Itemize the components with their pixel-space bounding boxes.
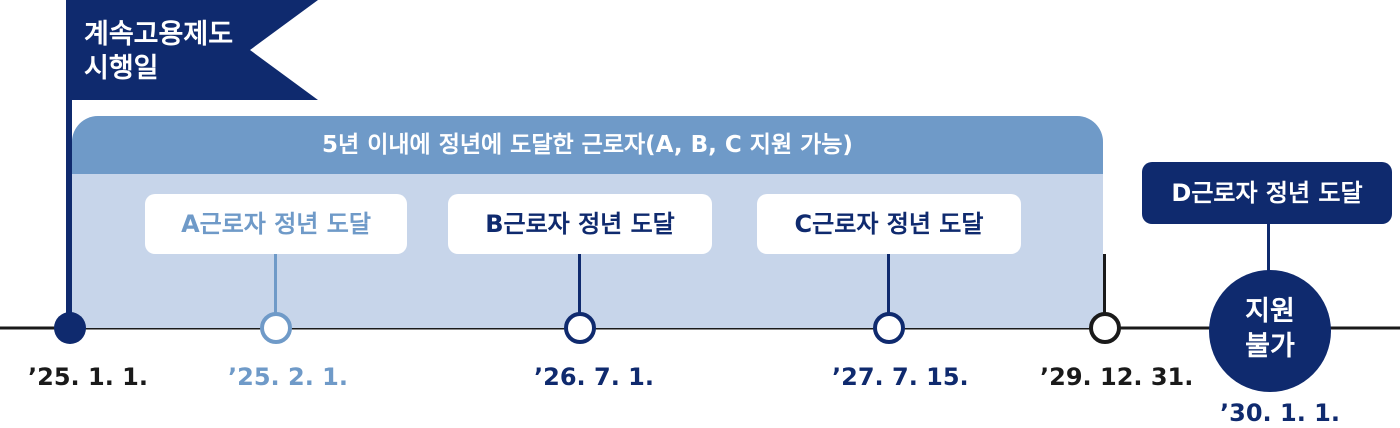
card-b-retirement: B근로자 정년 도달 (448, 194, 712, 254)
date-start: ’25. 1. 1. (28, 363, 148, 391)
flag-pole (66, 0, 72, 330)
date-c: ’27. 7. 15. (832, 363, 969, 391)
no-support-line2: 불가 (1245, 331, 1295, 362)
flag-label: 계속고용제도 시행일 (84, 18, 233, 86)
no-support-badge: 지원 불가 (1209, 270, 1331, 392)
flag-label-line1: 계속고용제도 (84, 19, 234, 50)
stem-d (1267, 224, 1270, 274)
node-c (873, 312, 905, 344)
card-a-retirement: A근로자 정년 도달 (145, 194, 407, 254)
node-start (54, 312, 86, 344)
card-d-retirement: D근로자 정년 도달 (1142, 162, 1392, 224)
node-b (564, 312, 596, 344)
node-a (260, 312, 292, 344)
date-a: ’25. 2. 1. (228, 363, 348, 391)
flag-banner (72, 0, 318, 100)
date-b: ’26. 7. 1. (534, 363, 654, 391)
flag-label-line2: 시행일 (84, 53, 159, 84)
stem-a (274, 254, 277, 316)
stem-b (578, 254, 581, 316)
card-c-retirement: C근로자 정년 도달 (757, 194, 1021, 254)
date-end: ’29. 12. 31. (1040, 363, 1194, 391)
stem-end (1103, 254, 1106, 316)
date-d: ’30. 1. 1. (1220, 399, 1340, 427)
node-end (1089, 312, 1121, 344)
stem-c (887, 254, 890, 316)
range-title: 5년 이내에 정년에 도달한 근로자(A, B, C 지원 가능) (322, 132, 853, 158)
no-support-line1: 지원 (1245, 296, 1295, 327)
range-header: 5년 이내에 정년에 도달한 근로자(A, B, C 지원 가능) (72, 116, 1103, 174)
